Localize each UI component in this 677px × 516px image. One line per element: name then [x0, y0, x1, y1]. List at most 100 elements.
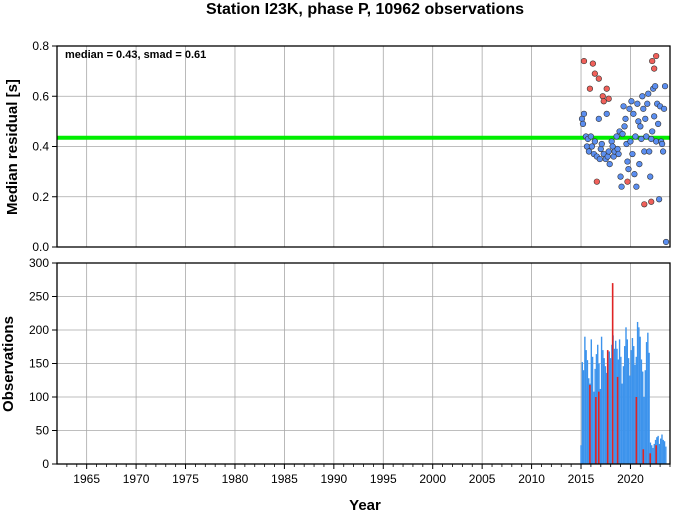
y-tick-label: 0.2: [32, 190, 49, 204]
y-tick-label: 0.4: [32, 140, 49, 154]
x-tick-label: 1980: [222, 472, 249, 486]
observation-bar: [599, 388, 601, 464]
y-tick-label: 0: [42, 457, 49, 471]
observation-bar: [627, 358, 630, 464]
observation-bar: [593, 391, 595, 464]
residual-point: [613, 133, 620, 140]
outlier-observation-bar: [649, 453, 652, 464]
y-tick-label: 0.8: [32, 39, 49, 53]
observation-bar: [620, 356, 622, 464]
residual-point: [662, 238, 670, 246]
observation-bar: [609, 358, 612, 464]
observation-bar: [581, 362, 584, 464]
observation-bar: [652, 447, 654, 464]
x-tick-label: 1985: [271, 472, 298, 486]
residual-point: [624, 158, 631, 165]
outlier-point: [589, 60, 596, 67]
residual-point: [643, 133, 650, 140]
observation-bar: [638, 327, 640, 464]
observation-bar: [648, 352, 650, 464]
observation-bar: [653, 443, 655, 464]
outlier-point: [599, 93, 606, 100]
chart-title: Station I23K, phase P, 10962 observation…: [206, 1, 524, 18]
x-tick-label: 2015: [568, 472, 595, 486]
observation-bar: [586, 360, 589, 464]
residual-point: [658, 140, 666, 148]
outlier-observation-bar: [642, 449, 645, 464]
outlier-point: [624, 178, 631, 185]
observation-bar: [613, 348, 616, 464]
x-tick-label: 1970: [123, 472, 150, 486]
observation-bar: [662, 439, 664, 464]
outlier-point: [593, 178, 600, 185]
outlier-observation-bar: [598, 391, 600, 464]
residual-point: [585, 148, 593, 155]
observation-bar: [631, 338, 634, 464]
residual-point: [649, 128, 656, 135]
residual-point: [646, 148, 653, 155]
residual-point: [636, 160, 643, 168]
x-axis-label: Year: [349, 497, 381, 511]
residual-point: [598, 140, 605, 148]
observation-bar: [625, 327, 627, 464]
residual-point: [631, 171, 638, 178]
residual-point: [606, 160, 613, 168]
outlier-point: [605, 95, 612, 102]
observation-bar: [629, 375, 631, 464]
observation-bar: [584, 336, 586, 464]
residual-point: [661, 83, 669, 90]
y-tick-label: 150: [29, 357, 49, 371]
observation-bar: [588, 378, 590, 464]
top-y-ticks: 0.0 0.2 0.4 0.6 0.8: [32, 39, 57, 254]
residual-point: [660, 105, 668, 112]
observation-bar: [660, 438, 662, 464]
residual-point: [618, 183, 625, 190]
observation-bars: [580, 321, 667, 464]
y-tick-label: 0.0: [32, 240, 49, 254]
residual-point: [579, 120, 587, 127]
residual-point: [587, 133, 595, 140]
residual-point: [604, 153, 611, 160]
residual-point: [628, 98, 635, 105]
outlier-point: [653, 52, 660, 60]
x-tick-label: 1990: [320, 472, 347, 486]
observation-bar: [657, 435, 659, 464]
residual-point: [632, 133, 639, 140]
observation-bar: [636, 321, 639, 464]
observation-bar: [640, 359, 643, 464]
observation-bar: [597, 344, 599, 464]
observation-bar: [651, 445, 653, 464]
residual-point: [603, 110, 610, 117]
outlier-observation-bar: [606, 350, 609, 464]
outlier-observation-bar: [589, 384, 591, 464]
outlier-observation-bar: [655, 445, 657, 464]
residual-point: [595, 115, 602, 122]
residual-point: [615, 150, 622, 158]
residual-points: [578, 52, 670, 246]
y-tick-label: 200: [29, 323, 49, 337]
residual-point: [656, 196, 663, 203]
y-tick-label: 0.6: [32, 89, 49, 103]
observation-bar: [624, 346, 626, 464]
residual-point: [625, 166, 632, 173]
outlier-point: [603, 85, 610, 92]
residual-point: [648, 135, 655, 143]
residual-point: [652, 83, 659, 90]
residual-point: [638, 135, 645, 143]
observation-bar: [602, 350, 604, 464]
residual-point: [659, 148, 667, 155]
observation-bar: [643, 397, 645, 464]
observation-bar: [608, 351, 610, 464]
residual-point: [622, 115, 629, 122]
observation-bar: [644, 370, 646, 464]
observation-bar: [600, 336, 603, 464]
x-tick-label: 1975: [172, 472, 199, 486]
top-y-axis-label: Median residual [s]: [4, 79, 21, 215]
residual-point: [637, 123, 644, 130]
residual-point: [608, 138, 615, 145]
residual-point: [627, 138, 634, 145]
observation-bar: [665, 446, 667, 464]
x-tick-label: 2005: [469, 472, 496, 486]
